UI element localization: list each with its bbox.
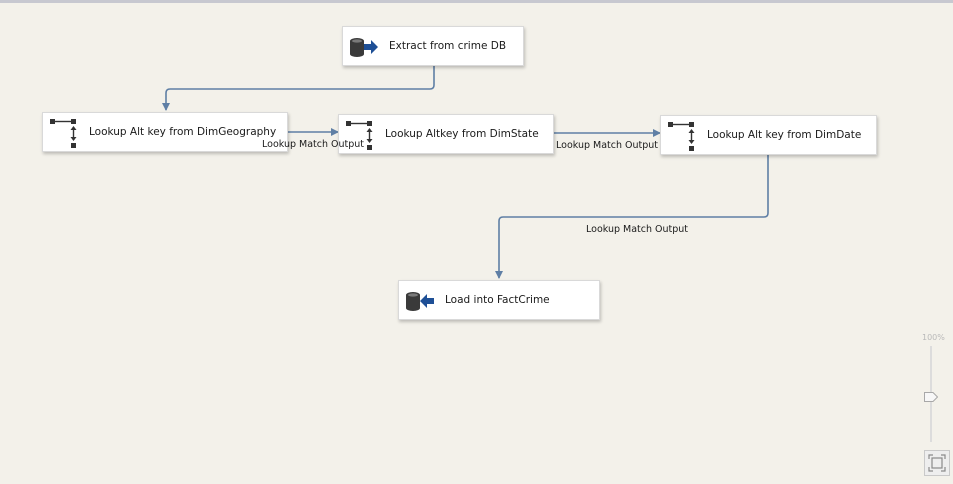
fit-to-window-icon bbox=[928, 454, 946, 472]
node-load-into-factcrime[interactable]: Load into FactCrime bbox=[398, 280, 600, 320]
lookup-transform-icon bbox=[50, 119, 77, 148]
lookup-transform-icon bbox=[346, 121, 373, 150]
lookup-transform-icon bbox=[668, 122, 695, 151]
source-database-icon bbox=[350, 38, 378, 57]
node-lookup-dimstate[interactable]: Lookup Altkey from DimState bbox=[338, 114, 554, 154]
node-extract-from-crime-db[interactable]: Extract from crime DB bbox=[342, 26, 524, 66]
zoom-slider-thumb[interactable] bbox=[924, 392, 938, 402]
node-label: Lookup Alt key from DimGeography bbox=[89, 126, 277, 138]
top-border bbox=[0, 0, 953, 3]
node-lookup-dimdate[interactable]: Lookup Alt key from DimDate bbox=[660, 115, 877, 155]
node-label: Extract from crime DB bbox=[389, 40, 507, 52]
edge-date-to-load[interactable] bbox=[495, 155, 769, 279]
edge-label-date-to-load: Lookup Match Output bbox=[586, 224, 689, 235]
zoom-to-fit-button[interactable] bbox=[924, 450, 950, 476]
node-label: Lookup Altkey from DimState bbox=[385, 128, 539, 140]
destination-database-icon bbox=[406, 292, 434, 311]
edge-label-state-to-date: Lookup Match Output bbox=[556, 140, 659, 151]
node-lookup-dimgeography[interactable]: Lookup Alt key from DimGeography bbox=[42, 112, 288, 152]
zoom-level-label: 100% bbox=[922, 333, 945, 342]
edge-extract-to-geography[interactable] bbox=[162, 66, 435, 111]
edge-label-geo-to-state: Lookup Match Output bbox=[262, 139, 365, 150]
node-label: Lookup Alt key from DimDate bbox=[707, 129, 862, 141]
node-label: Load into FactCrime bbox=[445, 294, 550, 306]
